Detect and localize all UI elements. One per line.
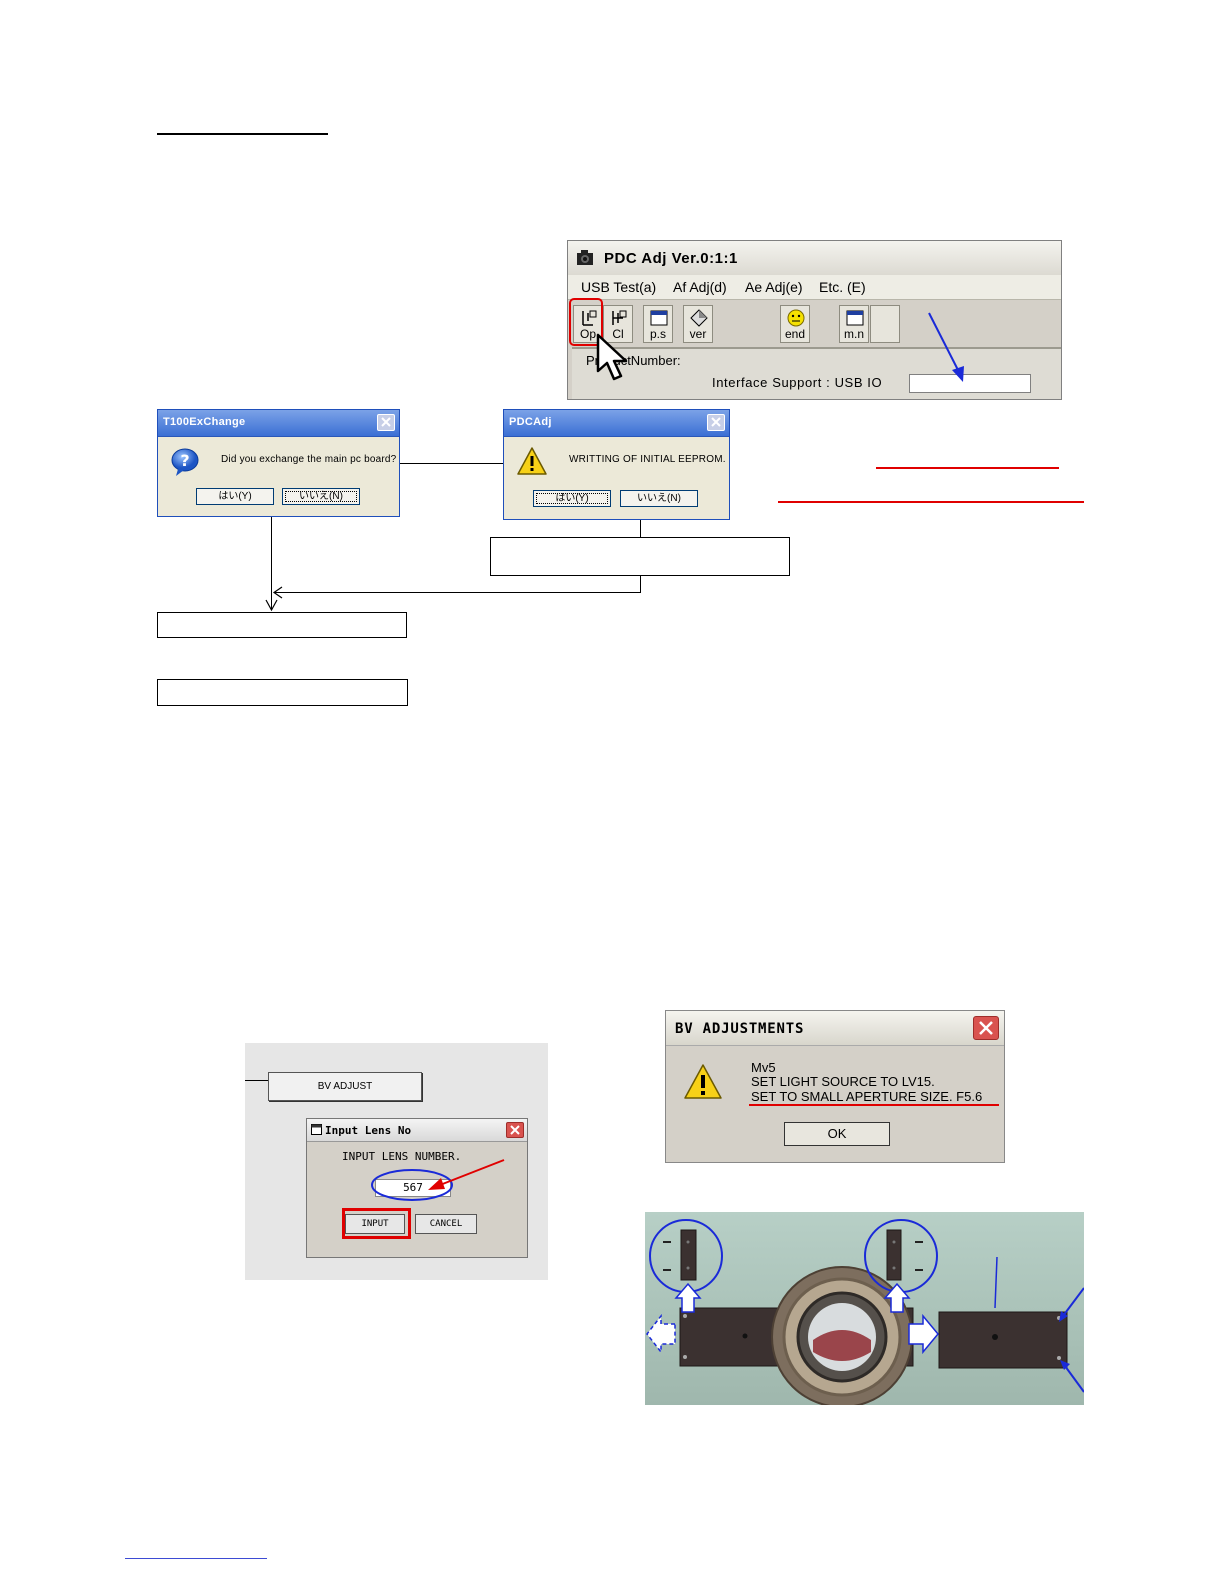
interface-field[interactable] [909,374,1031,393]
pdc-window-title: PDC Adj Ver.0:1:1 [604,250,738,267]
flow-box-eeprom [490,537,790,576]
op-highlight [569,298,603,346]
input-button-highlight [342,1208,411,1239]
interface-support-label: Interface Support : USB IO [712,375,883,390]
arrow-down-icon [265,599,278,612]
toolbar-blank-button[interactable] [870,305,900,343]
bv-dialog-title: BV ADJUSTMENTS [675,1021,805,1037]
lens-input-button[interactable]: INPUT [345,1214,405,1234]
exchange-no-button[interactable]: いいえ(N) [282,488,360,505]
connector-return [274,592,641,593]
bv-leader-line [245,1080,268,1081]
heading-underline [157,133,328,135]
flow-box-step-2 [157,679,408,706]
input-lens-dialog: Input Lens No INPUT LENS NUMBER. 567 INP… [306,1118,528,1258]
warning-icon [517,447,547,475]
bv-ok-button[interactable]: OK [784,1122,890,1146]
jig-photo [645,1212,1084,1405]
exchange-dialog-message: Did you exchange the main pc board? [221,454,397,465]
blue-arrow-icon [928,312,964,382]
lens-field-highlight [371,1169,453,1201]
warning-icon [684,1064,722,1099]
bv-adjustments-dialog: BV ADJUSTMENTS Mv5 SET LIGHT SOURCE TO L… [665,1010,1005,1163]
eeprom-no-button[interactable]: いいえ(N) [620,490,698,507]
close-port-icon [612,310,627,325]
arrow-left-icon [272,586,283,599]
bv-dialog-line-2: SET LIGHT SOURCE TO LV15. [751,1074,935,1089]
red-underline-aperture [749,1104,999,1106]
connector-dialogs [400,463,503,464]
toolbar-cl-button[interactable]: Cl [603,305,633,343]
eeprom-yes-button[interactable]: はい(Y) [533,490,611,507]
exchange-dialog-title: T100ExChange [163,416,246,428]
camera-app-icon [577,250,593,265]
bv-dialog-line-1: Mv5 [751,1060,776,1075]
red-underline-1 [876,467,1059,469]
eeprom-dialog-title: PDCAdj [509,416,552,428]
toolbar-mn-button[interactable]: m.n [839,305,869,343]
cursor-arrow-icon [596,333,628,381]
svg-text:?: ? [180,451,189,470]
toolbar-ver-button[interactable]: ver [683,305,713,343]
close-icon[interactable] [377,414,395,431]
exchange-yes-button[interactable]: はい(Y) [196,488,274,505]
lens-dialog-title-bar: Input Lens No [307,1119,527,1142]
footer-link-underline [125,1558,267,1559]
close-icon[interactable] [707,414,725,431]
red-underline-2 [778,501,1084,503]
lens-cancel-button[interactable]: CANCEL [415,1214,477,1234]
lens-dialog-prompt: INPUT LENS NUMBER. [342,1150,462,1163]
menu-af-adj[interactable]: Af Adj(d) [673,279,727,295]
exchange-dialog-title-bar: T100ExChange [158,410,399,437]
connector-eeprom-down [640,520,641,538]
pdc-title-bar: PDC Adj Ver.0:1:1 [568,241,1061,276]
exchange-dialog: T100ExChange ? Did you exchange the main… [157,409,400,517]
connector-box-down [640,576,641,593]
open-port-icon [582,310,597,326]
bv-dialog-line-3: SET TO SMALL APERTURE SIZE. F5.6 [751,1089,983,1104]
eeprom-dialog-title-bar: PDCAdj [504,410,729,437]
toolbar-ps-button[interactable]: p.s [643,305,673,343]
menu-etc[interactable]: Etc. (E) [819,279,866,295]
window-icon [650,310,668,326]
window-icon [846,310,864,326]
menu-ae-adj[interactable]: Ae Adj(e) [745,279,803,295]
close-icon[interactable] [973,1016,999,1040]
lens-dialog-title: Input Lens No [325,1124,412,1137]
eeprom-dialog: PDCAdj WRITTING OF INITIAL EEPROM. はい(Y)… [503,409,730,520]
smiley-icon [787,309,805,327]
pdc-status-area: ProductNumber: Interface Support : USB I… [572,347,1061,399]
bv-dialog-title-bar: BV ADJUSTMENTS [666,1011,1004,1046]
jig-illustration [646,1219,1084,1405]
pdc-menu-bar: USB Test(a) Af Adj(d) Ae Adj(e) Etc. (E) [568,275,1061,300]
window-icon [311,1124,322,1135]
close-icon[interactable] [506,1122,524,1138]
pdc-adj-window: PDC Adj Ver.0:1:1 USB Test(a) Af Adj(d) … [567,240,1062,400]
bv-adjust-button[interactable]: BV ADJUST [268,1072,422,1101]
menu-usb-test[interactable]: USB Test(a) [581,279,657,295]
red-arrow-icon [428,1159,505,1190]
connector-exchange-down [271,517,272,609]
diamond-icon [690,309,708,327]
flow-box-step-1 [157,612,407,638]
question-icon: ? [171,448,199,476]
eeprom-dialog-message: WRITTING OF INITIAL EEPROM. [569,454,726,465]
toolbar-end-button[interactable]: end [780,305,810,343]
